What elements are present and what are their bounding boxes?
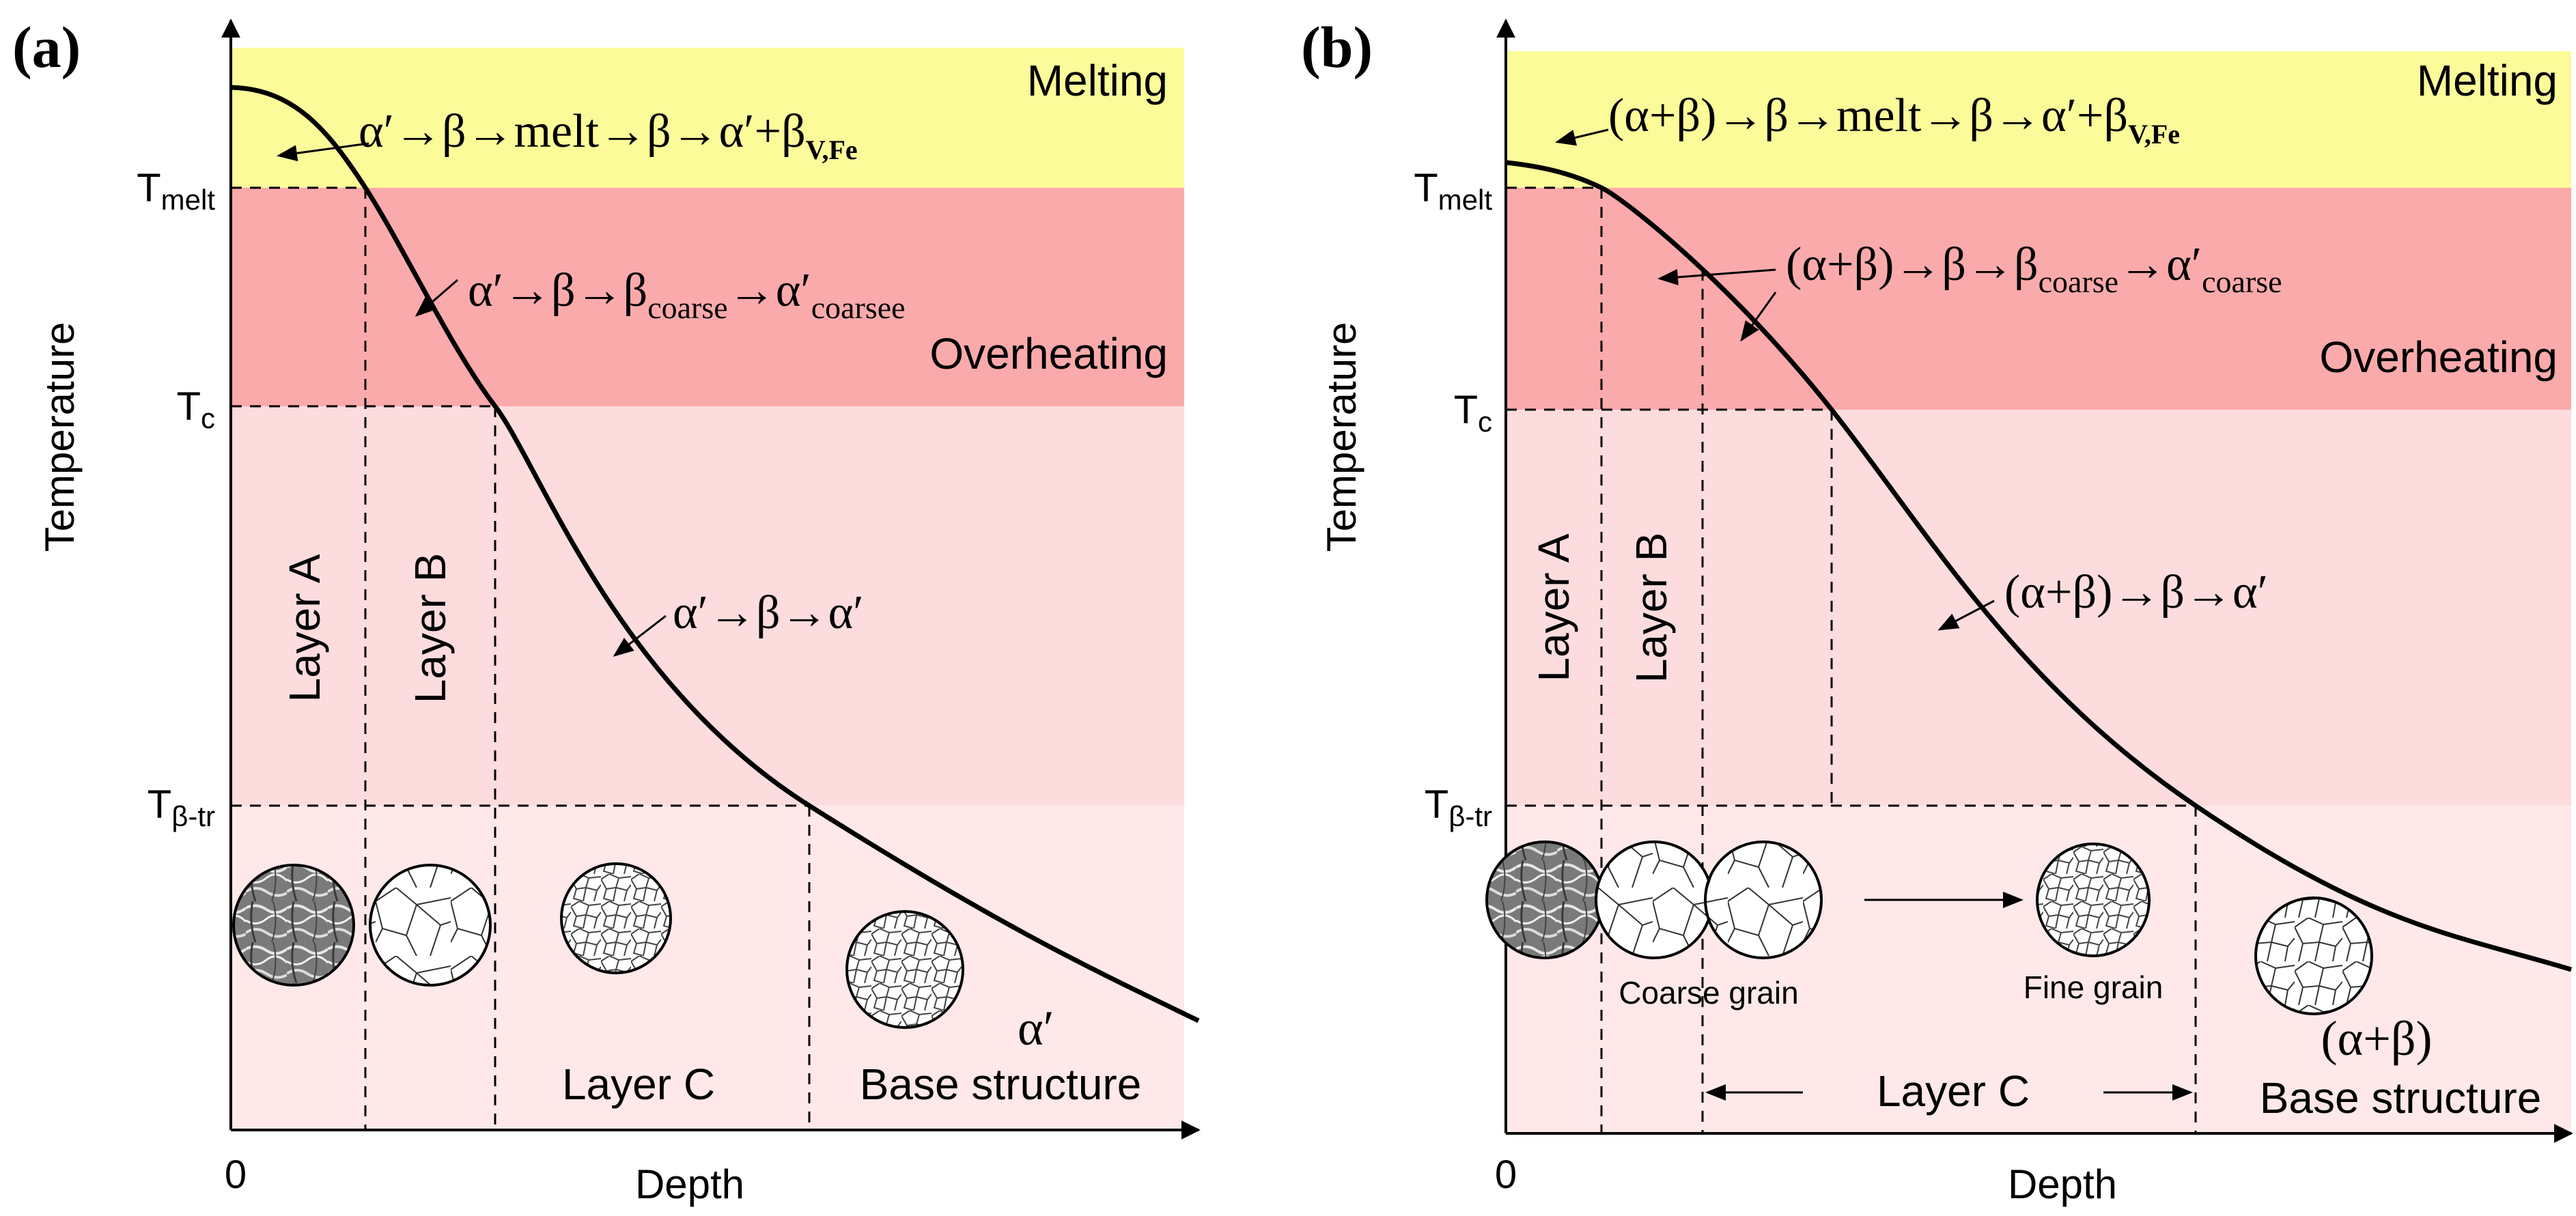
zone-label-overheating: Overheating xyxy=(2319,333,2558,382)
micrograph-fine xyxy=(560,862,672,974)
transformation-melt: α′→β→melt→β→α′+βV,Fe xyxy=(359,105,858,165)
micrograph-fine xyxy=(2036,843,2151,957)
micrograph-base xyxy=(845,910,964,1029)
micrograph-alpha-prime-lath xyxy=(1485,840,1604,959)
layer-b-label: Layer B xyxy=(1627,533,1676,683)
micrograph-coarse-2 xyxy=(1704,840,1823,959)
upper-heating-band xyxy=(1506,410,2571,806)
origin-label: 0 xyxy=(225,1153,247,1197)
layer-c-label: Layer C xyxy=(1877,1066,2030,1116)
overheat-arrow xyxy=(1657,268,1776,285)
t-beta-label: Tβ-tr xyxy=(1425,782,1492,832)
melting-band xyxy=(231,48,1184,188)
transformation-overheat: α′→β→βcoarse→α′coarsee xyxy=(468,264,906,325)
zone-label-overheating: Overheating xyxy=(929,329,1168,378)
overheat-arrow xyxy=(415,279,458,317)
t-beta-label: Tβ-tr xyxy=(148,782,215,832)
layer-c-label: Layer C xyxy=(562,1060,715,1109)
y-axis-label: Temperature xyxy=(1319,322,1364,552)
guide-lines xyxy=(1506,186,2197,1133)
micrograph-alpha-prime-lath xyxy=(232,864,355,987)
fine-grain-label: Fine grain xyxy=(2024,970,2164,1005)
base-phase-label: α′ xyxy=(1018,1001,1054,1056)
panel-label-a: (a) xyxy=(12,14,81,80)
transformation-melt: (α+β)→β→melt→β→α′+βV,Fe xyxy=(1608,89,2180,150)
base-structure-label: Base structure xyxy=(860,1060,1142,1109)
x-axis-label: Depth xyxy=(2008,1161,2117,1207)
overheating-band xyxy=(1506,188,2571,410)
t-c-label: Tc xyxy=(177,384,215,434)
panel-a: (a) Melting Overheating α′→β→melt→β→α′+β… xyxy=(12,14,1201,1207)
micrograph-coarse xyxy=(369,864,492,987)
layer-a-label: Layer A xyxy=(1529,533,1578,681)
layer-a-label: Layer A xyxy=(280,554,329,702)
melting-band xyxy=(1506,51,2571,188)
transformation-normal: (α+β)→β→α′ xyxy=(2004,566,2268,619)
micrograph-base xyxy=(2254,896,2373,1015)
melt-arrow xyxy=(1555,128,1609,146)
origin-label: 0 xyxy=(1495,1153,1517,1197)
micrograph-coarse-1 xyxy=(1595,840,1713,959)
melt-arrow xyxy=(277,142,369,162)
zone-label-melting: Melting xyxy=(2417,56,2558,105)
panel-b: (b) Melting Overheating (α+β)→β→melt→β→α… xyxy=(1301,14,2573,1207)
overheat-arrow-2 xyxy=(1740,292,1777,342)
temperature-curve xyxy=(230,85,1200,1023)
base-structure-label: Base structure xyxy=(2260,1073,2542,1122)
normal-arrow xyxy=(613,614,667,657)
temperature-curve xyxy=(1505,160,2573,972)
panel-label-b: (b) xyxy=(1301,14,1373,80)
layer-b-label: Layer B xyxy=(406,553,455,704)
normal-arrow xyxy=(1937,599,1995,631)
zone-label-melting: Melting xyxy=(1027,56,1168,105)
base-phase-label: (α+β) xyxy=(2321,1011,2433,1066)
coarse-grain-label: Coarse grain xyxy=(1619,975,1798,1010)
y-axis-label: Temperature xyxy=(37,322,83,552)
x-axis-label: Depth xyxy=(635,1161,744,1207)
transformation-normal: α′→β→α′ xyxy=(673,586,864,639)
t-melt-label: Tmelt xyxy=(137,166,215,216)
upper-heating-band xyxy=(231,406,1184,806)
t-c-label: Tc xyxy=(1454,388,1492,438)
guide-lines xyxy=(231,186,811,1130)
t-melt-label: Tmelt xyxy=(1414,166,1492,216)
transformation-overheat: (α+β)→β→βcoarse→α′coarse xyxy=(1786,238,2282,299)
